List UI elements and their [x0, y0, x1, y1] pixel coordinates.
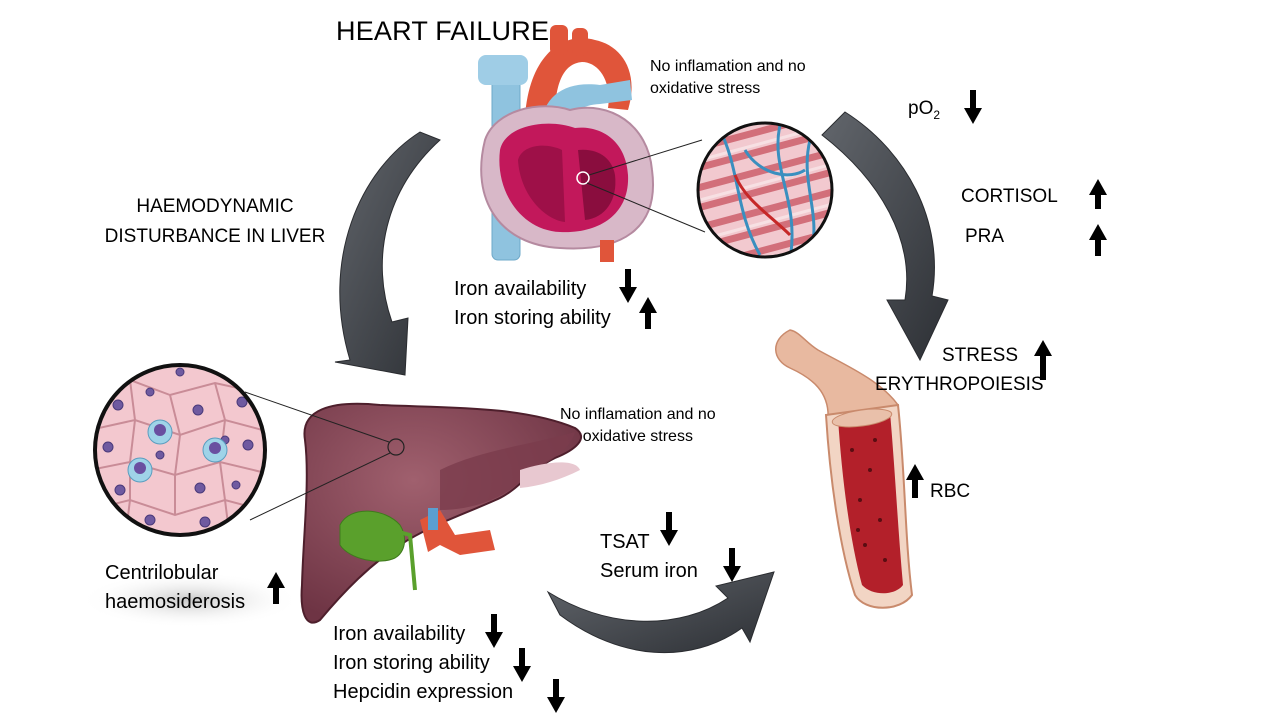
arrow-heart-iron-storing [639, 297, 657, 329]
diagram-title: HEART FAILURE [336, 16, 550, 46]
liver-note-line: oxidative stress [582, 428, 693, 445]
heart-zoom-line [588, 139, 703, 176]
liver-note: No inflamation and no oxidative stress [560, 404, 716, 448]
cortisol-label: CORTISOL [961, 186, 1058, 207]
stress-line: STRESS [941, 345, 1019, 366]
cycle-arrow-left [334, 131, 441, 376]
pra-label: PRA [965, 226, 1005, 247]
centrilobular-line: Centrilobular [105, 562, 219, 584]
haemodynamic-line: HAEMODYNAMIC [136, 196, 294, 217]
arrow-cortisol [1089, 179, 1107, 209]
liver-note-line: No inflamation and no [560, 406, 716, 423]
stress-erythropoiesis-label: STRESS ERYTHROPOIESIS [875, 341, 1044, 399]
cycle-arrow-right [821, 111, 949, 362]
liver-iron-list: Iron availability Iron storing ability H… [333, 620, 513, 707]
arrow-centrilobular [267, 572, 285, 604]
centrilobular-line: haemosiderosis [105, 591, 246, 613]
heart-note-line: No inflamation and no [650, 58, 806, 75]
arrow-heart-iron-availability [619, 269, 637, 303]
myocardium-zoom-circle [696, 121, 834, 259]
cycle-arrow-bottom [546, 571, 775, 654]
arrow-tsat [660, 512, 678, 546]
arrow-serum-iron [723, 548, 741, 582]
heart-note-line: oxidative stress [650, 80, 761, 97]
arrow-pra [1089, 224, 1107, 256]
arrow-liver-iron-availability [485, 614, 503, 648]
po2-subscript: 2 [933, 107, 941, 122]
hepcidin-expression: Hepcidin expression [333, 681, 514, 703]
po2-label: pO2 [908, 98, 940, 122]
po2-base: pO [908, 98, 934, 119]
serum-iron-label: Serum iron [600, 560, 698, 582]
arrow-liver-iron-storing [513, 648, 531, 682]
rbc-label: RBC [930, 481, 971, 502]
hepatocyte-zoom-circle [93, 363, 267, 537]
arrow-po2 [964, 90, 982, 124]
haemodynamic-label: HAEMODYNAMIC DISTURBANCE IN LIVER [102, 192, 328, 252]
heart-zoom-line [586, 182, 706, 233]
arrow-hepcidin [547, 679, 565, 713]
zoom-shadow [80, 572, 300, 628]
bone-marrow-illustration [775, 329, 914, 609]
heart-note: No inflamation and no oxidative stress [650, 56, 806, 100]
heart-iron-list: Iron availability Iron storing ability [454, 275, 611, 333]
stress-line: ERYTHROPOIESIS [875, 374, 1044, 395]
heart-illustration [478, 25, 655, 262]
heart-iron-availability: Iron availability [454, 278, 587, 300]
kupffer-cells [127, 419, 228, 483]
liver-iron-availability: Iron availability [333, 623, 466, 645]
liver-iron-storing: Iron storing ability [333, 652, 490, 674]
liver-illustration [300, 402, 583, 624]
arrow-stress-erythropoiesis [1034, 340, 1052, 380]
centrilobular-label: Centrilobular haemosiderosis [105, 559, 245, 617]
haemodynamic-line: DISTURBANCE IN LIVER [104, 226, 326, 247]
arrow-rbc [906, 464, 924, 498]
tsat-label: TSAT [600, 531, 650, 553]
liver-zoom-line [249, 452, 391, 521]
heart-iron-storing: Iron storing ability [454, 307, 611, 329]
liver-zoom-line [244, 391, 390, 443]
